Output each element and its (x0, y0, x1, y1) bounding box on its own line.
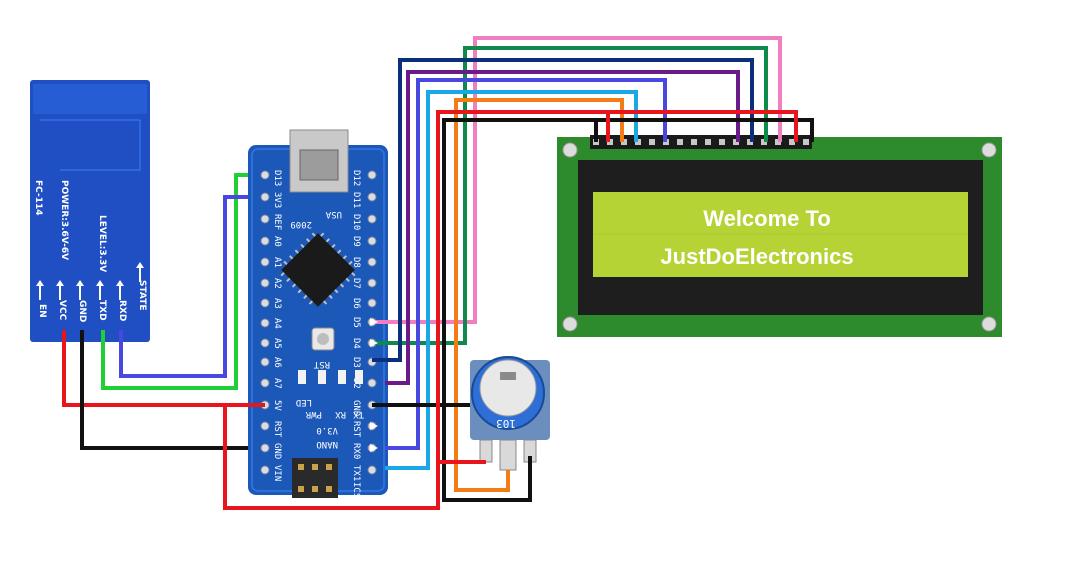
bluetooth-model-label: FC-114 (33, 180, 43, 215)
nano-pin-a4: A4 (272, 318, 282, 329)
nano-board-label: NANO (316, 439, 338, 449)
nano-right-pin-labels: D12 D11 D10 D9 D8 D7 D6 D5 D4 D3 D2 GND … (351, 170, 361, 481)
nano-pin-a2: A2 (272, 278, 282, 289)
wire-vcc-red (62, 330, 265, 407)
nano-pin-d4: D4 (351, 338, 361, 349)
bt-pin-label-txd: TXD (97, 300, 107, 321)
lcd-wires (223, 36, 814, 510)
bt-pin-label-gnd: GND (77, 300, 87, 322)
wire-d3-purple (385, 70, 740, 385)
bt-pin-label-rxd: RXD (117, 300, 127, 321)
wire-rx-blue (385, 78, 667, 450)
nano-pin-d13: D13 (272, 170, 282, 186)
nano-pin-vin: VIN (272, 465, 282, 481)
nano-year-label: 2009 (290, 219, 312, 229)
led-tx (355, 370, 363, 384)
nano-pin-d6: D6 (351, 298, 361, 309)
wire-gnd-black (80, 330, 265, 450)
bluetooth-antenna-area (33, 84, 147, 114)
nano-pin-5v: 5V (272, 400, 282, 411)
nano-pin-d3: D3 (351, 357, 361, 368)
wire-d4-darkgreen (372, 46, 768, 345)
bt-pin-label-vcc: VCC (57, 300, 67, 321)
bluetooth-pcb (30, 80, 150, 342)
nano-left-pins (260, 170, 270, 475)
nano-right-arrows (370, 318, 378, 452)
wire-navy (372, 58, 754, 362)
wire-gnd-lcd-black (442, 118, 814, 502)
bluetooth-trace (40, 119, 141, 171)
pot-leg-middle (499, 439, 517, 471)
nano-version-label: V3.0 (316, 425, 338, 435)
wire-5v-lcd-red (436, 110, 798, 462)
lcd-line-2: JustDoElectronics (660, 244, 853, 269)
wire-d5-pink (372, 36, 782, 324)
led-pwr (318, 370, 326, 384)
reset-label: RST (313, 359, 330, 369)
bluetooth-module: FC-114 POWER:3.6V-6V LEVEL:3.3V EN VCC G… (30, 80, 150, 342)
atmega-chip (280, 232, 356, 307)
arduino-nano: D13 3V3 REF A0 A1 A2 A3 A4 A5 A6 A7 5V R… (248, 129, 388, 504)
icsp-header (292, 458, 338, 498)
nano-pin-d10: D10 (351, 214, 361, 230)
nano-pin-d5: D5 (351, 317, 361, 328)
rx-label: RX (335, 409, 346, 419)
wire-rxd-blue (119, 195, 265, 378)
wire-pot-orange (454, 98, 624, 492)
nano-pin-3v3: 3V3 (272, 192, 282, 208)
pot-leg-left (479, 439, 493, 463)
nano-pin-a6: A6 (272, 357, 282, 368)
nano-pin-d7: D7 (351, 278, 361, 289)
lcd-module: Welcome To JustDoElectronics (557, 135, 1002, 337)
nano-pin-gnd-left: GND (272, 443, 282, 459)
bt-pin-label-en: EN (37, 304, 47, 318)
nano-pin-a3: A3 (272, 298, 282, 309)
nano-pin-rx0: RX0 (351, 443, 361, 459)
nano-pin-d11: D11 (351, 192, 361, 208)
nano-usa-label: USA (325, 209, 342, 219)
nano-pin-d8: D8 (351, 257, 361, 268)
nano-pin-rst-right: RST (351, 421, 361, 438)
pot-marking: 103 (496, 417, 516, 430)
bluetooth-level-label: LEVEL:3.3V (97, 215, 107, 272)
nano-pin-ref: REF (272, 214, 282, 230)
icsp-label: ICSP (351, 482, 361, 504)
nano-pin-d12: D12 (351, 170, 361, 186)
lcd-line-1: Welcome To (703, 206, 831, 231)
potentiometer: 103 (470, 356, 550, 471)
nano-pin-tx1: TX1 (351, 465, 361, 481)
nano-pin-gnd-right: GND (351, 400, 361, 416)
nano-pcb (248, 145, 388, 495)
nano-left-pin-labels: D13 3V3 REF A0 A1 A2 A3 A4 A5 A6 A7 5V R… (272, 170, 282, 481)
nano-pin-a5: A5 (272, 338, 282, 349)
lcd-header-pins (590, 135, 812, 149)
nano-pin-rst-left: RST (272, 421, 282, 438)
nano-pin-d9: D9 (351, 236, 361, 247)
bluetooth-wires (62, 173, 265, 450)
wire-tx-cyan (385, 90, 638, 470)
led-indicator (298, 370, 306, 384)
bt-pin-arrows (36, 262, 144, 300)
wire-5v-pot-red (223, 403, 486, 510)
bluetooth-power-label: POWER:3.6V-6V (59, 180, 69, 260)
nano-pin-a7: A7 (272, 378, 282, 389)
pwr-label: PWR (305, 409, 322, 419)
pot-knob[interactable] (479, 359, 537, 417)
nano-pin-a1: A1 (272, 257, 282, 268)
tx-label: TX (353, 409, 364, 419)
bt-pin-label-state: STATE (137, 280, 147, 310)
nano-pin-a0: A0 (272, 236, 282, 247)
wire-txd-green (101, 173, 265, 390)
led-label: LED (296, 397, 312, 407)
led-rx (338, 370, 346, 384)
